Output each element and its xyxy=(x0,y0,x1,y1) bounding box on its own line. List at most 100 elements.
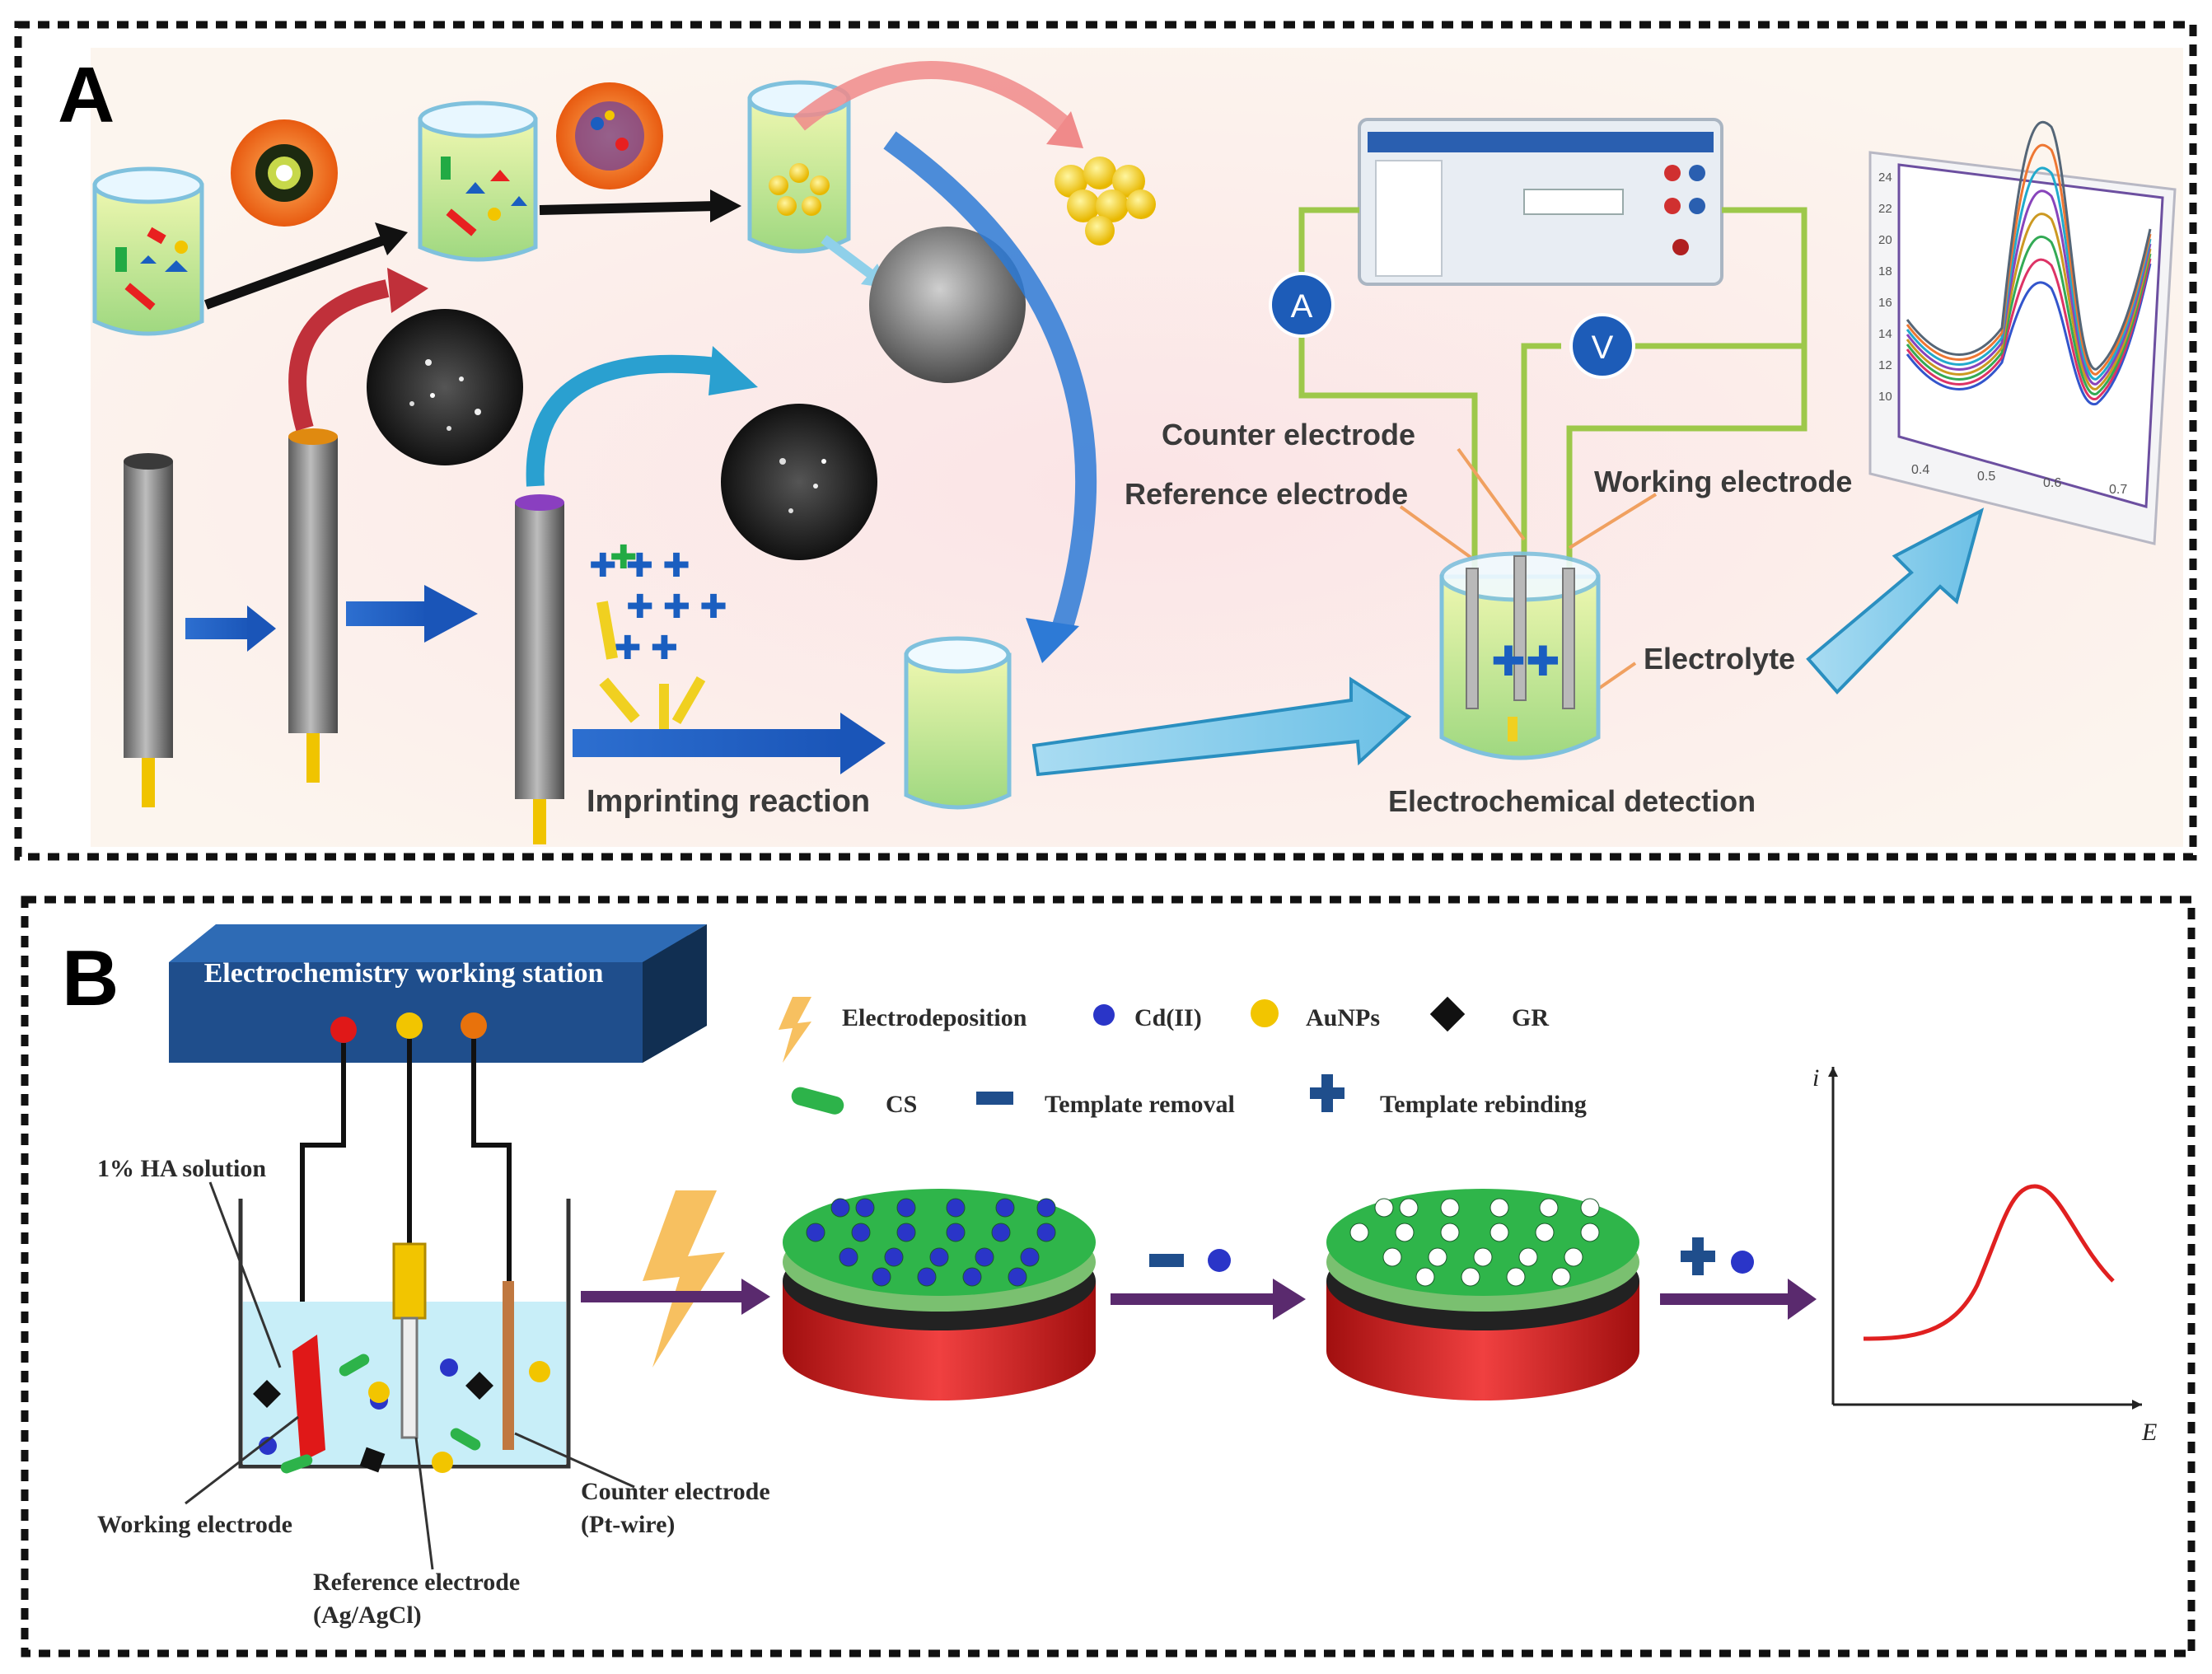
cd-ion xyxy=(851,1223,871,1242)
label-electrolyte: Electrolyte xyxy=(1644,642,1795,676)
legend-template-removal-icon xyxy=(976,1092,1013,1105)
leader-lines-a xyxy=(1399,447,1658,702)
electrochemistry-station: Electrochemistry working station xyxy=(169,924,707,1063)
cd-ion xyxy=(1036,1223,1056,1242)
reference-electrode-cap xyxy=(392,1242,427,1320)
inset-y-tick: 12 xyxy=(1878,358,1892,372)
cd-ion xyxy=(991,1223,1011,1242)
blue-curved-arrow-2 xyxy=(526,346,758,487)
x-axis-label: E xyxy=(2141,1419,2157,1446)
cd-ion xyxy=(830,1198,850,1218)
beaker-2 xyxy=(418,101,538,262)
label-counter-electrode-b-2: (Pt-wire) xyxy=(581,1511,675,1538)
electrodeposition-bolt-icon xyxy=(643,1190,725,1368)
cd-ion xyxy=(975,1247,994,1267)
legend-template-removal: Template removal xyxy=(1045,1091,1235,1118)
cd-ion xyxy=(896,1198,916,1218)
cd-ion xyxy=(946,1223,966,1242)
label-reference-electrode-b-2: (Ag/AgCl) xyxy=(313,1602,422,1629)
process-arrow-2 xyxy=(1111,1249,1306,1320)
label-working-electrode-b: Working electrode xyxy=(97,1511,292,1538)
legend-gr: GR xyxy=(1512,1004,1549,1031)
inset-curve xyxy=(1906,213,2152,390)
inset-curve xyxy=(1906,235,2152,395)
cd-ion xyxy=(995,1198,1015,1218)
arrow-to-detection xyxy=(1031,676,1412,777)
legend-aunps: AuNPs xyxy=(1306,1004,1380,1031)
template-molecules: ✚ ✚ ✚ ✚ ✚ ✚ ✚ ✚ ✚ xyxy=(589,540,727,729)
imprinted-cavity xyxy=(1580,1223,1600,1242)
imprinted-cavity xyxy=(1440,1198,1460,1218)
counter-electrode-wire xyxy=(503,1281,514,1450)
disc-1-cd-ions xyxy=(806,1198,1056,1287)
cd-ion xyxy=(1020,1247,1040,1267)
panel-a: A xyxy=(14,21,2197,861)
ammeter-label: A xyxy=(1291,288,1313,325)
process-arrow-3 xyxy=(1660,1237,1817,1320)
svg-text:✚✚: ✚✚ xyxy=(1491,638,1560,685)
label-counter-electrode: Counter electrode xyxy=(1162,418,1415,451)
svg-text:✚: ✚ xyxy=(610,540,638,576)
imprinted-cavity xyxy=(1382,1247,1402,1267)
legend-cd-icon xyxy=(1093,1004,1115,1026)
panel-b-letter: B xyxy=(62,934,119,1022)
cd-ion xyxy=(929,1247,949,1267)
blue-arrow-2 xyxy=(346,585,478,643)
inset-x-tick: 0.6 xyxy=(2043,476,2061,490)
imprinted-cavity xyxy=(1399,1198,1419,1218)
electrode-disc-2 xyxy=(1326,1189,1639,1400)
svg-text:✚ ✚ ✚: ✚ ✚ ✚ xyxy=(626,589,727,625)
ammeter: A xyxy=(1269,272,1335,338)
inset-curve xyxy=(1906,258,2152,400)
y-axis-label: i xyxy=(1812,1064,1819,1092)
legend: Electrodeposition Cd(II) AuNPs GR CS Tem… xyxy=(779,996,1587,1118)
black-arrow-2 xyxy=(539,189,741,222)
inset-y-tick: 18 xyxy=(1878,264,1892,278)
imprinted-cavity xyxy=(1349,1223,1369,1242)
legend-cs-icon xyxy=(791,1087,844,1115)
process-arrow-1 xyxy=(581,1279,770,1315)
imprinted-cavity xyxy=(1489,1223,1509,1242)
svg-text:✚ ✚ ✚: ✚ ✚ ✚ xyxy=(589,548,690,584)
voltmeter: V xyxy=(1569,313,1635,379)
imprinted-cavity xyxy=(1580,1198,1600,1218)
station-wires xyxy=(300,1039,512,1351)
cd-ion xyxy=(1008,1267,1027,1287)
electrode-rod-2 xyxy=(288,428,338,783)
arrow-to-plot xyxy=(1806,507,1985,694)
working-electrode-plate xyxy=(292,1335,325,1462)
legend-template-rebinding: Template rebinding xyxy=(1380,1091,1587,1118)
imprinted-cavity xyxy=(1440,1223,1460,1242)
inset-y-tick: 20 xyxy=(1878,233,1892,247)
imprinted-cavity xyxy=(1428,1247,1447,1267)
svg-text:✚ ✚: ✚ ✚ xyxy=(614,630,678,666)
legend-bolt-icon xyxy=(779,997,811,1063)
black-arrow-1 xyxy=(203,222,408,310)
cd-ion-icon-2 xyxy=(1731,1251,1754,1274)
imprinted-cavity xyxy=(1415,1267,1435,1287)
imprinted-cavity xyxy=(1374,1198,1394,1218)
imprinted-cavity xyxy=(1539,1198,1559,1218)
label-counter-electrode-b: Counter electrode xyxy=(581,1478,770,1505)
panel-b-frame xyxy=(21,895,2196,1658)
electrode-rod-1 xyxy=(124,453,173,807)
imprinted-cavity xyxy=(1518,1247,1538,1267)
inset-y-tick: 14 xyxy=(1878,327,1892,341)
panel-a-letter: A xyxy=(58,51,115,139)
imprinted-cavity xyxy=(1506,1267,1526,1287)
sem-image-gray xyxy=(821,227,1026,383)
label-imprinting-reaction: Imprinting reaction xyxy=(587,784,870,819)
cd-ion-icon xyxy=(1208,1249,1231,1272)
legend-cd: Cd(II) xyxy=(1134,1004,1202,1031)
label-working-electrode: Working electrode xyxy=(1594,465,1852,498)
inset-x-tick: 0.7 xyxy=(2109,483,2127,497)
sem-image-dark-2 xyxy=(721,404,877,560)
detection-cell: ✚✚ xyxy=(1439,551,1601,760)
circuit-wires xyxy=(1298,207,1807,568)
label-reference-electrode-b: Reference electrode xyxy=(313,1569,520,1596)
legend-electrodeposition: Electrodeposition xyxy=(842,1004,1027,1031)
inset-curve xyxy=(1906,263,2152,405)
beaker-1 xyxy=(92,166,204,336)
